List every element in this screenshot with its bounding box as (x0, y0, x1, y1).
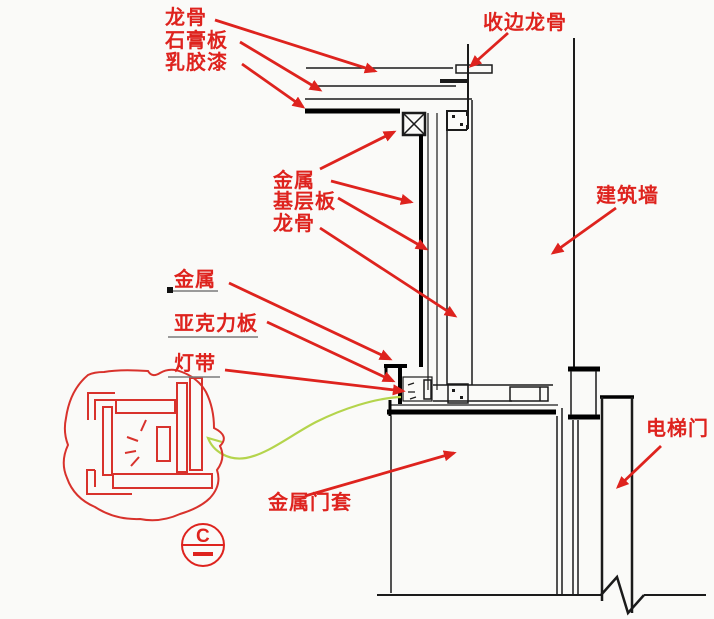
label-gypsum-board: 石膏板 (165, 30, 228, 52)
arrow-keel-top (214, 18, 378, 74)
corner-c-channel (446, 110, 468, 131)
arrow-metal-face (330, 179, 414, 205)
wall-door-frame-block (568, 366, 600, 420)
wall-assembly-lines (419, 100, 473, 390)
arrow-keel-side (319, 226, 458, 318)
arrow-metal-door-frame (304, 450, 457, 498)
arrow-base-board (337, 196, 429, 251)
callout-letter: C (196, 526, 210, 547)
leader-arrows (214, 18, 662, 498)
ceiling-layer-lines (305, 67, 472, 114)
label-base-board: 基层板 (273, 191, 336, 213)
door-head-assembly (387, 383, 558, 416)
elevator-door-lines (600, 395, 634, 613)
label-metal-wall: 金属 (273, 170, 315, 192)
label-edge-keel: 收边龙骨 (483, 12, 567, 34)
label-latex-paint: 乳胶漆 (165, 52, 228, 74)
label-acrylic-panel: 亚克力板 (174, 313, 258, 335)
door-frame-box (390, 408, 579, 594)
arrow-acrylic-panel (266, 320, 396, 383)
sketch-detail (86, 377, 213, 495)
label-metal-trough: 金属 (174, 269, 216, 291)
label-keel-side: 龙骨 (273, 213, 315, 235)
label-building-wall: 建筑墙 (596, 185, 659, 207)
arrow-edge-keel (468, 31, 509, 68)
arrow-metal-to-corner (319, 130, 397, 171)
green-leader-line (206, 395, 402, 460)
arrow-latex-paint (241, 62, 306, 109)
callout-circle (181, 523, 225, 567)
arrow-gypsum-board (239, 40, 323, 92)
label-keel-top: 龙骨 (165, 7, 207, 29)
corner-keel-x-box (401, 111, 427, 137)
arrow-metal-trough (228, 281, 393, 361)
arrow-elevator-door (615, 444, 662, 489)
ground-line-with-break (377, 574, 706, 616)
label-light-strip: 灯带 (174, 353, 216, 375)
label-elevator-door: 电梯门 (646, 418, 709, 440)
label-metal-door-frame: 金属门套 (268, 492, 352, 514)
label-underlines (167, 287, 258, 378)
arrow-building-wall (550, 206, 617, 255)
arrow-light-strip (224, 368, 406, 396)
sketch-cloud (62, 368, 225, 522)
